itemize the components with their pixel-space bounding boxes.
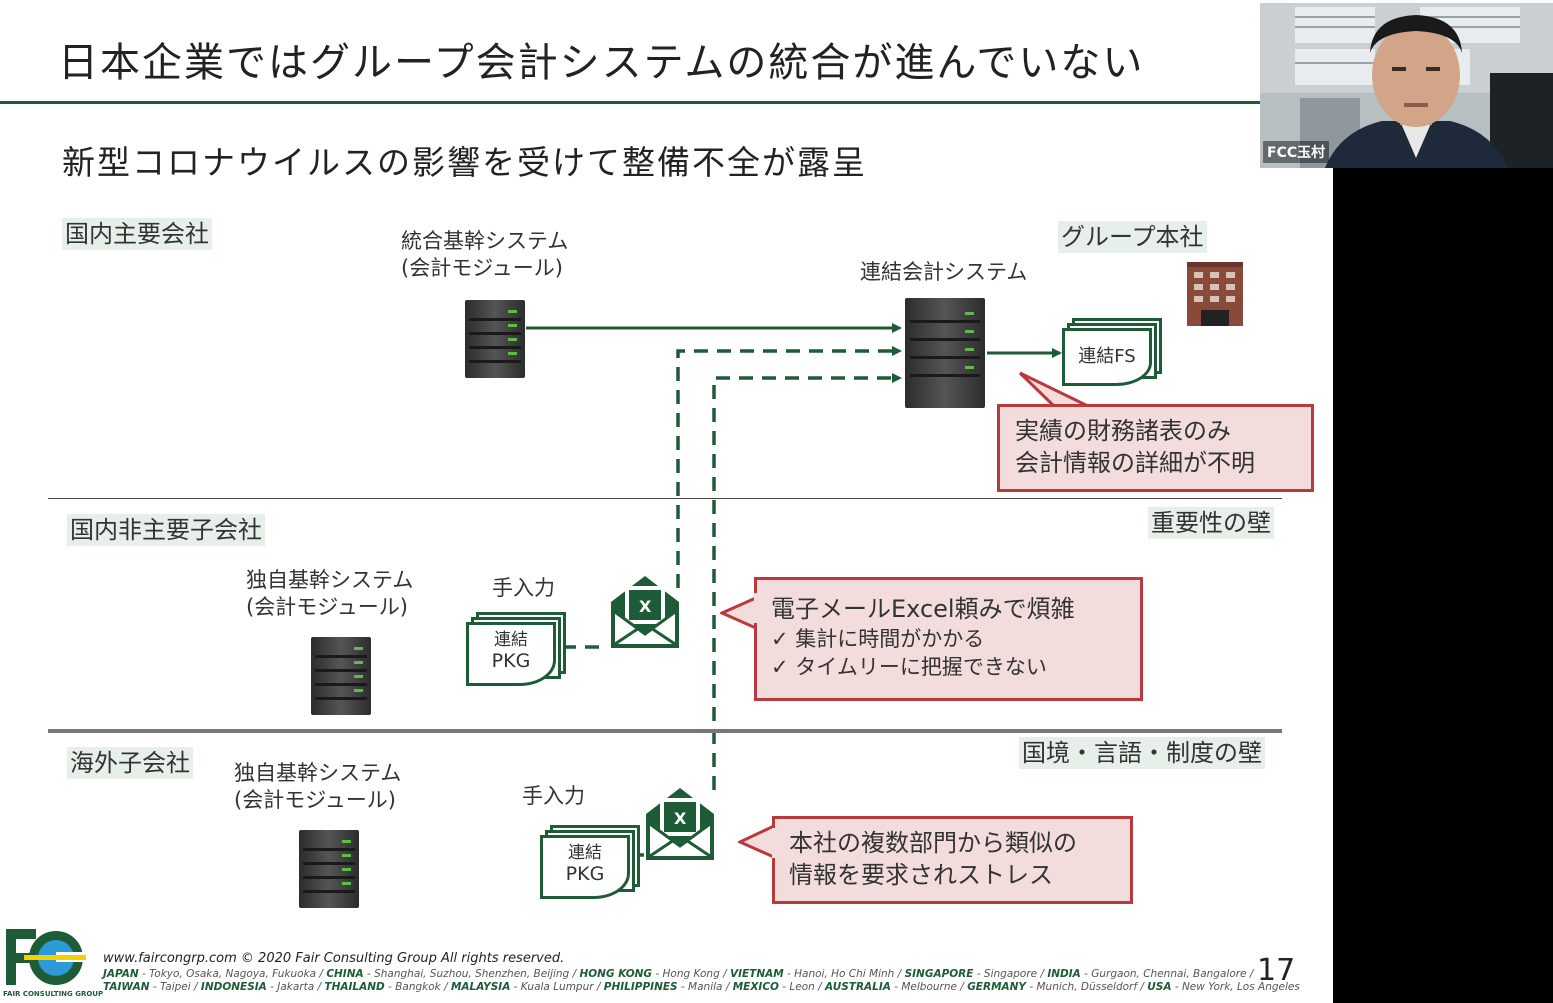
footer-country: CHINA <box>326 968 364 980</box>
footer-cities: - Taipei / <box>149 981 201 993</box>
slide-title: 日本企業ではグループ会計システムの統合が進んでいない <box>58 40 1145 86</box>
footer-copyright: www.faircongrp.com © 2020 Fair Consultin… <box>103 951 565 966</box>
participant-video-tile[interactable]: FCC玉村 <box>1260 3 1553 168</box>
manual-input-1-label: 手入力 <box>492 576 555 600</box>
footer-country: MALAYSIA <box>450 981 511 993</box>
stress-callout-line2: 情報を要求されストレス <box>789 861 1053 889</box>
footer-country: MEXICO <box>732 981 779 993</box>
pkg1-doc-label-line1: 連結 <box>494 630 528 650</box>
footer-cities: - Tokyo, Osaka, Nagoya, Fukuoka / <box>138 968 327 980</box>
footer-cities: - Melbourne / <box>890 981 968 993</box>
email-callout-item2: ✓ タイムリーに把握できない <box>771 655 1047 679</box>
fcg-logo <box>6 929 86 985</box>
own-server-2-icon <box>299 830 359 908</box>
footer-cities: - Singapore / <box>973 968 1048 980</box>
callout-join-mask <box>754 593 757 623</box>
border-divider <box>48 729 1282 733</box>
fs-only-callout-line1: 実績の財務諸表のみ <box>1015 417 1231 445</box>
stress-callout: 本社の複数部門から類似の 情報を要求されストレス <box>772 816 1133 904</box>
excel-mail-1-icon: X <box>611 576 679 648</box>
fs-only-callout-line2: 会計情報の詳細が不明 <box>1015 449 1255 477</box>
pkg2-doc-label-line1: 連結 <box>568 843 602 863</box>
own-system-2-label: 独自基幹システム (会計モジュール) <box>234 760 401 814</box>
overseas-tag: 海外子会社 <box>67 747 193 779</box>
page-number: 17 <box>1257 953 1296 988</box>
footer-country: GERMANY <box>967 981 1027 993</box>
logo-caption: FAIR CONSULTING GROUP <box>3 990 104 998</box>
own-system-1-label-line2: (会計モジュール) <box>246 595 408 619</box>
svg-text:X: X <box>639 597 652 616</box>
title-underline <box>0 101 1260 104</box>
consolidation-server-icon <box>905 298 985 408</box>
integrated-system-label-line2: (会計モジュール) <box>401 256 563 280</box>
footer-country: SINGAPORE <box>904 968 974 980</box>
footer-cities: - Gurgaon, Chennai, Bangalore / <box>1080 968 1254 980</box>
email-callout-title: 電子メールExcel頼みで煩雑 <box>771 595 1075 623</box>
domestic-minor-tag: 国内非主要子会社 <box>67 514 265 546</box>
fs-doc-label: 連結FS <box>1078 346 1136 367</box>
footer-offices-line1: JAPAN - Tokyo, Osaka, Nagoya, Fukuoka / … <box>103 968 1253 980</box>
footer-country: PHILIPPINES <box>603 981 678 993</box>
footer-cities: - Munich, Düsseldorf / <box>1026 981 1148 993</box>
integrated-system-label-line1: 統合基幹システム <box>401 229 569 253</box>
footer-country: TAIWAN <box>103 981 150 993</box>
footer-country: JAPAN <box>103 968 139 980</box>
border-wall-tag: 国境・言語・制度の壁 <box>1019 737 1265 769</box>
domestic-major-tag: 国内主要会社 <box>62 218 212 250</box>
overseas-dashed-path <box>712 373 902 790</box>
fs-only-callout: 実績の財務諸表のみ 会計情報の詳細が不明 <box>997 404 1314 492</box>
own-server-1-icon <box>311 637 371 715</box>
domestic-minor-dashed-path <box>676 346 902 588</box>
headquarters-building-icon <box>1187 262 1243 326</box>
footer-cities: - Leon / <box>778 981 826 993</box>
participant-video-feed <box>1260 3 1553 168</box>
presentation-slide: 日本企業ではグループ会計システムの統合が進んでいない 新型コロナウイルスの影響を… <box>0 40 1314 998</box>
manual-input-2-label: 手入力 <box>522 784 585 808</box>
footer-country: HONG KONG <box>579 968 653 980</box>
integrated-system-label: 統合基幹システム (会計モジュール) <box>401 228 568 282</box>
footer-cities: - Shanghai, Suzhou, Shenzhen, Beijing / <box>363 968 580 980</box>
svg-text:X: X <box>674 809 687 828</box>
own-system-1-label-line1: 独自基幹システム <box>246 568 414 592</box>
pkg2-doc-label-line2: PKG <box>565 863 605 885</box>
pkg2-doc-icon: 連結 PKG <box>540 835 630 899</box>
footer-cities: - Bangkok / <box>384 981 451 993</box>
footer-cities: - Kuala Lumpur / <box>510 981 604 993</box>
footer-cities: - Hanoi, Ho Chi Minh / <box>783 968 905 980</box>
footer-country: THAILAND <box>324 981 385 993</box>
footer-cities: - New York, Los Angeles <box>1171 981 1300 993</box>
footer-country: VIETNAM <box>729 968 784 980</box>
footer-country: AUSTRALIA <box>825 981 891 993</box>
materiality-divider <box>48 498 1282 499</box>
footer-country: USA <box>1147 981 1172 993</box>
footer-cities: - Manila / <box>677 981 733 993</box>
fs-doc-icon: 連結FS <box>1062 328 1152 386</box>
stress-callout-join-mask <box>772 828 775 858</box>
participant-name-label: FCC玉村 <box>1263 141 1330 163</box>
footer-cities: - Hong Kong / <box>652 968 730 980</box>
excel-mail-2-icon: X <box>646 788 714 860</box>
consolidation-system-label: 連結会計システム <box>860 260 1028 284</box>
footer-country: INDONESIA <box>200 981 267 993</box>
stress-callout-line1: 本社の複数部門から類似の <box>789 829 1077 857</box>
group-hq-tag: グループ本社 <box>1058 221 1207 253</box>
email-callout-item1: ✓ 集計に時間がかかる <box>771 627 985 651</box>
own-system-1-label: 独自基幹システム (会計モジュール) <box>246 567 413 621</box>
own-system-2-label-line1: 独自基幹システム <box>234 761 402 785</box>
pkg1-doc-label-line2: PKG <box>491 650 531 672</box>
footer-offices-line2: TAIWAN - Taipei / INDONESIA - Jakarta / … <box>103 981 1300 993</box>
screen-share-margin <box>1333 168 1553 1003</box>
footer-cities: - Jakarta / <box>266 981 325 993</box>
own-system-2-label-line2: (会計モジュール) <box>234 788 396 812</box>
email-callout: 電子メールExcel頼みで煩雑 ✓ 集計に時間がかかる ✓ タイムリーに把握でき… <box>754 577 1143 701</box>
footer-country: INDIA <box>1047 968 1081 980</box>
materiality-wall-tag: 重要性の壁 <box>1148 507 1274 539</box>
integrated-server-icon <box>465 300 525 378</box>
slide-subtitle: 新型コロナウイルスの影響を受けて整備不全が露呈 <box>62 143 867 182</box>
pkg1-doc-icon: 連結 PKG <box>466 622 556 686</box>
